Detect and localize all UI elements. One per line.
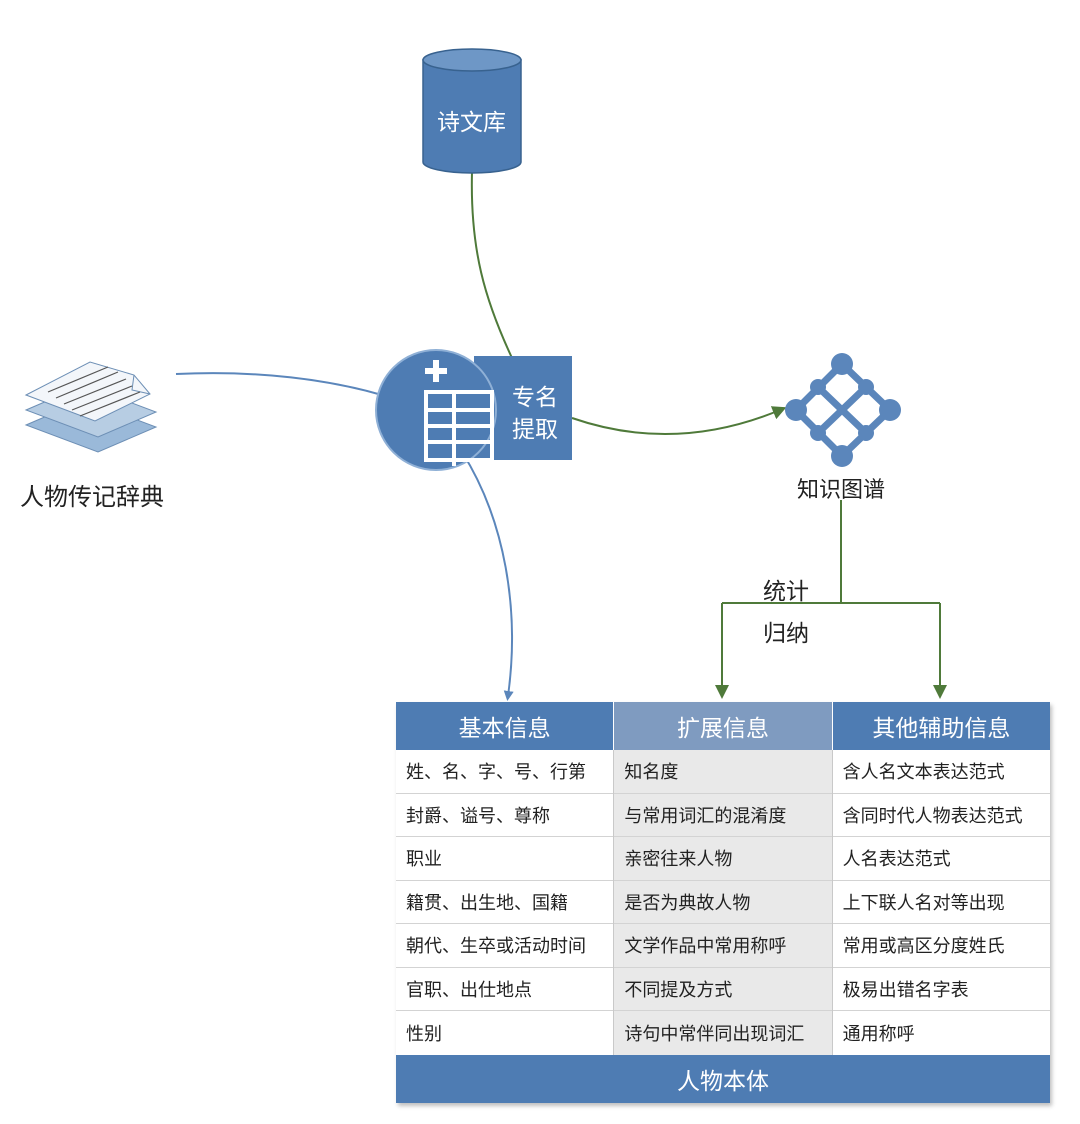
table-cell: 常用或高区分度姓氏 <box>832 924 1050 968</box>
person-ontology-table: 基本信息 扩展信息 其他辅助信息 姓、名、字、号、行第 封爵、谥号、尊称 职业 … <box>396 702 1050 1103</box>
header-extended-info: 扩展信息 <box>613 702 832 750</box>
connector-poetry-to-extract <box>470 171 513 359</box>
column-basic-info: 姓、名、字、号、行第 封爵、谥号、尊称 职业 籍贯、出生地、国籍 朝代、生卒或活… <box>396 750 614 1055</box>
extraction-label-line2: 提取 <box>512 417 558 443</box>
extraction-node <box>375 349 572 471</box>
database-icon <box>422 48 522 174</box>
induction-label-line1: 统计 <box>763 579 809 605</box>
table-body: 姓、名、字、号、行第 封爵、谥号、尊称 职业 籍贯、出生地、国籍 朝代、生卒或活… <box>396 750 1050 1055</box>
table-cell: 与常用词汇的混淆度 <box>614 794 832 837</box>
table-cell: 文学作品中常用称呼 <box>614 924 832 968</box>
table-cell: 人名表达范式 <box>832 837 1050 881</box>
table-cell: 不同提及方式 <box>614 968 832 1011</box>
table-cell: 是否为典故人物 <box>614 881 832 924</box>
knowledge-graph-icon <box>785 353 901 467</box>
table-cell: 知名度 <box>614 750 832 794</box>
table-cell: 诗句中常伴同出现词汇 <box>624 1023 805 1045</box>
header-basic-info: 基本信息 <box>396 702 614 750</box>
table-cell: 亲密往来人物 <box>614 837 832 881</box>
dictionary-label: 人物传记辞典 <box>20 483 164 511</box>
table-cell: 含同时代人物表达范式 <box>832 794 1050 837</box>
table-header-row: 基本信息 扩展信息 其他辅助信息 <box>396 702 1050 750</box>
bracket-graph-to-table <box>722 500 940 604</box>
column-auxiliary-info: 含人名文本表达范式 含同时代人物表达范式 人名表达范式 上下联人名对等出现 常用… <box>831 750 1050 1055</box>
table-cell: 通用称呼 <box>842 1023 915 1045</box>
table-cell: 上下联人名对等出现 <box>832 881 1050 924</box>
column-extended-info: 知名度 与常用词汇的混淆度 亲密往来人物 是否为典故人物 文学作品中常用称呼 不… <box>613 750 832 1055</box>
induction-label-line2: 归纳 <box>763 621 809 647</box>
table-cell: 极易出错名字表 <box>832 968 1050 1011</box>
table-cell: 姓、名、字、号、行第 <box>396 750 614 794</box>
header-auxiliary-info: 其他辅助信息 <box>831 702 1050 750</box>
table-cell: 性别 <box>406 1023 442 1045</box>
extraction-label-line1: 专名 <box>512 385 558 411</box>
knowledge-graph-label: 知识图谱 <box>797 478 886 503</box>
poetry-database-label: 诗文库 <box>437 110 506 136</box>
table-cell: 含人名文本表达范式 <box>832 750 1050 794</box>
table-footer-person-ontology: 人物本体 <box>396 1054 1050 1103</box>
table-cell: 籍贯、出生地、国籍 <box>396 881 614 924</box>
table-cell: 官职、出仕地点 <box>396 968 614 1011</box>
plus-icon <box>425 360 447 382</box>
connector-dictionary-to-extract <box>175 372 383 396</box>
table-cell: 封爵、谥号、尊称 <box>396 794 614 837</box>
document-stack-icon <box>24 361 158 453</box>
table-icon <box>424 390 494 466</box>
table-cell: 职业 <box>396 837 614 881</box>
table-cell: 朝代、生卒或活动时间 <box>396 924 614 968</box>
arrow-extract-to-ontology <box>461 451 514 701</box>
arrow-extract-to-graph <box>571 406 787 436</box>
